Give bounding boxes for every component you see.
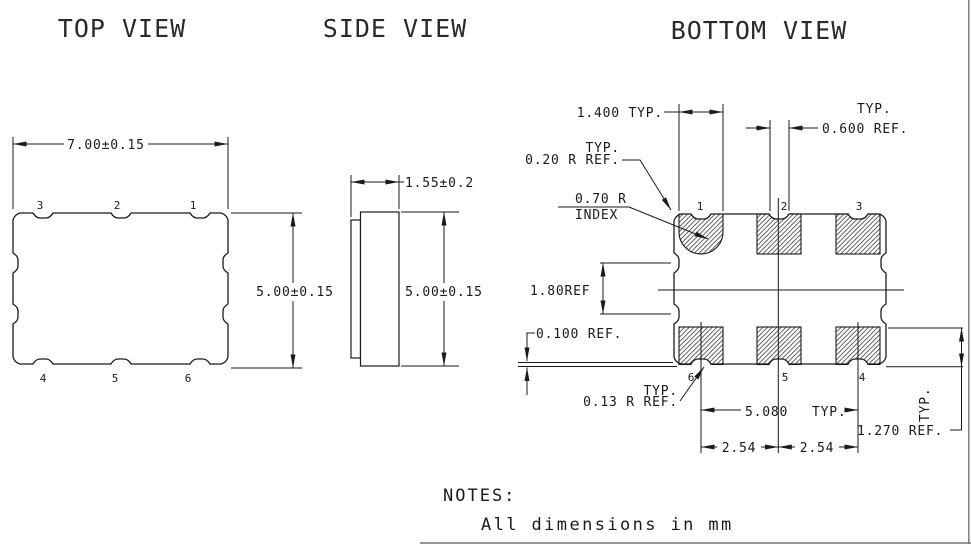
castellation-width-dimension: TYP. 0.600 REF. <box>746 102 908 211</box>
top-view-pad-label: 3 <box>37 199 44 212</box>
pad-corner-radius-label: 0.13 R REF. <box>583 395 678 410</box>
notes: NOTES: All dimensions in mm <box>443 486 734 535</box>
top-view-pad-label: 6 <box>185 372 192 385</box>
top-view-pad-label: 1 <box>190 199 197 212</box>
bottom-view-title: BOTTOM VIEW <box>671 16 848 45</box>
top-view-pad-label: 2 <box>114 199 121 212</box>
side-view-height-label: 5.00±0.15 <box>405 285 483 300</box>
bottom-view-pad-label: 6 <box>688 371 695 384</box>
pitch-dimension-right: 2.54 <box>778 441 858 456</box>
pad-width-label: 1.400 TYP. <box>577 106 663 121</box>
top-view-width-dimension: 7.00±0.15 <box>12 137 229 209</box>
top-view-title: TOP VIEW <box>58 14 186 43</box>
corner-radius-callout: TYP. 0.20 R REF. <box>525 141 672 211</box>
span-label: 5.080 <box>745 405 788 420</box>
bottom-view-pad-label: 2 <box>781 200 788 213</box>
pad-height-typ-label: TYP. <box>918 387 933 422</box>
standoff-label: 0.100 REF. <box>536 327 622 342</box>
top-view-height-label: 5.00±0.15 <box>256 285 334 300</box>
bottom-view-pad-label: 3 <box>856 200 863 213</box>
side-view-height-dimension: 5.00±0.15 <box>401 211 483 367</box>
castellation-typ-label: TYP. <box>857 102 892 117</box>
bottom-view-pad-label: 5 <box>782 371 789 384</box>
bottom-view: 1 2 3 6 5 4 1.400 TYP. TYP. 0.600 REF. T… <box>518 102 964 456</box>
corner-radius-typ-label: TYP. <box>585 141 620 156</box>
pitch-left-label: 2.54 <box>722 441 757 456</box>
top-view-height-dimension: 5.00±0.15 <box>231 212 334 369</box>
notes-heading: NOTES: <box>443 486 516 506</box>
row-ref-dimension: 1.80REF <box>530 262 671 315</box>
index-callout: 0.70 R INDEX <box>558 192 709 240</box>
span-typ-label: TYP. <box>812 405 847 420</box>
index-pad-1 <box>678 213 724 255</box>
span-dimension: 5.080 TYP. <box>701 405 858 420</box>
bottom-view-pad-label: 1 <box>697 200 704 213</box>
side-view-body <box>359 211 400 367</box>
pitch-right-label: 2.54 <box>800 441 835 456</box>
top-view-pad-label: 5 <box>112 372 119 385</box>
bottom-view-body-outline <box>673 213 887 365</box>
side-view: 1.55±0.2 5.00±0.15 <box>350 175 483 367</box>
corner-radius-label: 0.20 R REF. <box>525 153 620 168</box>
notes-body: All dimensions in mm <box>481 515 734 535</box>
bottom-view-pad-label: 4 <box>859 371 866 384</box>
pad-corner-typ-label: TYP. <box>643 384 678 399</box>
index-radius-label: 0.70 R <box>575 192 627 207</box>
pad-corner-radius-callout: TYP. 0.13 R REF. <box>583 366 705 410</box>
index-label: INDEX <box>575 208 618 223</box>
pitch-dimension-left: 2.54 <box>701 441 779 456</box>
side-view-lid <box>350 219 362 359</box>
pad-height-label: 1.270 REF. <box>857 424 943 439</box>
row-ref-label: 1.80REF <box>530 284 590 299</box>
side-view-title: SIDE VIEW <box>323 14 467 43</box>
pad-3 <box>835 213 881 255</box>
side-view-thickness-label: 1.55±0.2 <box>405 176 474 191</box>
side-view-thickness-dimension: 1.55±0.2 <box>350 175 474 217</box>
pad-2 <box>756 213 802 255</box>
castellation-width-label: 0.600 REF. <box>822 122 908 137</box>
top-view: 3 2 1 4 5 6 7.00±0.15 5.00±0.15 <box>12 137 334 385</box>
top-view-body-outline <box>12 212 229 365</box>
standoff-dimension: 0.100 REF. <box>518 327 677 395</box>
pad-height-dimension: 1.270 REF. TYP. <box>857 327 964 439</box>
top-view-width-label: 7.00±0.15 <box>67 138 145 153</box>
pad-width-dimension: 1.400 TYP. <box>577 104 724 211</box>
top-view-pad-label: 4 <box>40 372 47 385</box>
